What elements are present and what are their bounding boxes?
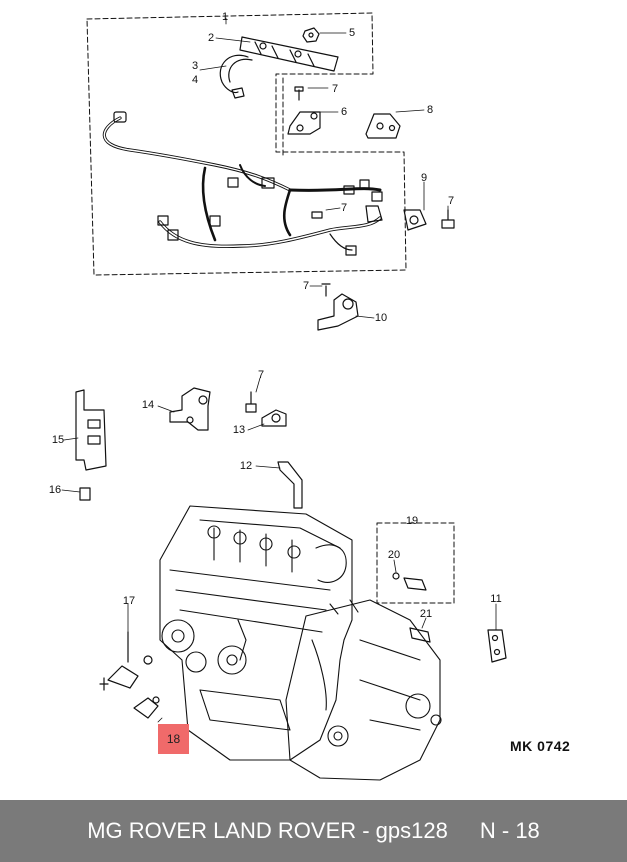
nut-part-5 bbox=[302, 27, 320, 43]
callout-7a: 7 bbox=[331, 83, 339, 95]
callout-14: 14 bbox=[141, 399, 155, 411]
bolt-part-7-right bbox=[441, 209, 455, 229]
clip-part-9 bbox=[403, 209, 427, 231]
callout-7e: 7 bbox=[257, 369, 265, 381]
callout-11: 11 bbox=[490, 593, 502, 605]
callout-18: 18 bbox=[166, 732, 181, 746]
callout-10: 10 bbox=[374, 312, 388, 324]
sensor-part-21 bbox=[409, 627, 431, 643]
footer-brand: MG ROVER LAND ROVER - gps128 bbox=[87, 818, 448, 843]
callout-15: 15 bbox=[51, 434, 65, 446]
parts-diagram bbox=[61, 12, 507, 781]
switch-part-17 bbox=[99, 631, 153, 691]
clip-part-3-4 bbox=[219, 54, 253, 99]
leader-lines bbox=[61, 17, 497, 723]
sensor-part-20 bbox=[392, 572, 427, 591]
group-box-19 bbox=[376, 522, 455, 604]
footer-page: N - 18 bbox=[479, 818, 540, 843]
callout-5: 5 bbox=[348, 27, 356, 39]
callout-9: 9 bbox=[420, 172, 428, 184]
callout-1: 1 bbox=[221, 11, 229, 23]
bolt-part-16 bbox=[79, 487, 91, 501]
callout-19: 19 bbox=[405, 515, 419, 527]
bracket-part-12 bbox=[277, 461, 303, 509]
callout-2: 2 bbox=[207, 32, 215, 44]
bracket-part-15 bbox=[75, 389, 107, 471]
bracket-part-10 bbox=[317, 283, 359, 331]
footer-bar: MG ROVER LAND ROVER - gps128 N - 18 bbox=[0, 800, 627, 862]
sensor-part-18 bbox=[133, 696, 160, 719]
callout-8: 8 bbox=[426, 104, 434, 116]
bracket-part-8 bbox=[365, 113, 401, 139]
bracket-part-6 bbox=[287, 111, 321, 135]
clip-part-13 bbox=[261, 409, 287, 427]
bolt-part-7-mid bbox=[311, 211, 323, 219]
bolt-part-7-lower bbox=[245, 391, 257, 413]
fuel-rail-part-2 bbox=[239, 36, 339, 72]
engine-block-illustration bbox=[159, 505, 442, 781]
diagram-reference-code: MK 0742 bbox=[510, 738, 571, 754]
bracket-part-11 bbox=[487, 629, 507, 663]
engine-wiring-harness bbox=[102, 111, 383, 256]
callout-3: 3 bbox=[191, 60, 199, 72]
callout-12: 12 bbox=[239, 460, 253, 472]
callout-13: 13 bbox=[232, 424, 246, 436]
callout-17: 17 bbox=[122, 595, 136, 607]
callout-4: 4 bbox=[191, 74, 199, 86]
bracket-part-14 bbox=[169, 387, 211, 431]
group-box-1 bbox=[86, 12, 407, 276]
bolt-part-7-top bbox=[294, 86, 304, 101]
callout-21: 21 bbox=[419, 608, 433, 620]
highlighted-callout-18[interactable]: 18 bbox=[158, 724, 189, 754]
callout-20: 20 bbox=[387, 549, 401, 561]
callout-7b: 7 bbox=[447, 195, 455, 207]
callout-7c: 7 bbox=[340, 202, 348, 214]
callout-6: 6 bbox=[340, 106, 348, 118]
callout-16: 16 bbox=[48, 484, 62, 496]
callout-7d: 7 bbox=[302, 280, 310, 292]
